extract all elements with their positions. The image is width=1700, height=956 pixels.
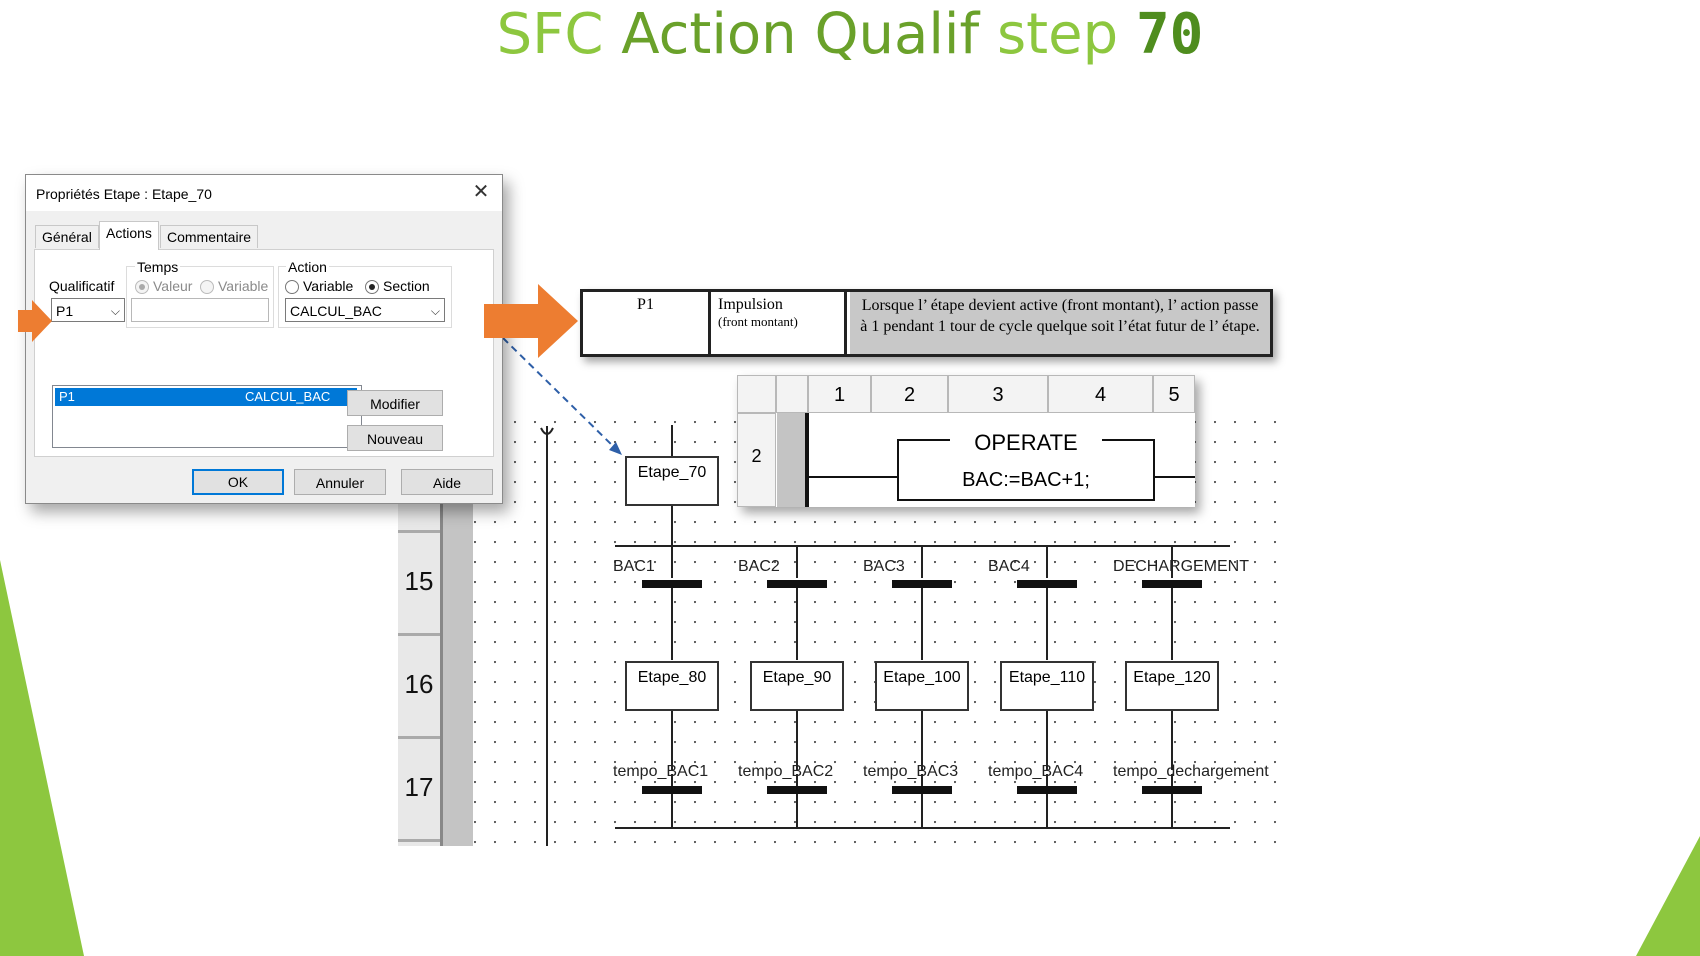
ladder-gutter [777, 413, 805, 507]
list-item[interactable]: P1 CALCUL_BAC [55, 388, 357, 406]
transition-label: BAC1 [613, 558, 655, 575]
ladder-power-rail [805, 413, 809, 507]
transition-bar[interactable] [1142, 580, 1202, 588]
title-part-action-qualif: Action Qualif [621, 2, 980, 67]
exit-transition-label: tempo_BAC2 [738, 763, 834, 780]
transition-label: BAC4 [988, 558, 1030, 575]
slide-title: SFC Action Qualif step 70 [0, 2, 1700, 67]
list-item-action: CALCUL_BAC [245, 389, 331, 404]
list-item-qualifier: P1 [59, 389, 75, 404]
exit-transition-bar[interactable] [1142, 786, 1202, 794]
qualifier-name-cell: Impulsion (front montant) [714, 292, 847, 354]
exit-transition-label: tempo_BAC1 [613, 763, 709, 780]
actions-list[interactable]: P1 CALCUL_BAC [52, 385, 362, 448]
close-icon[interactable]: ✕ [472, 181, 490, 203]
chevron-down-icon: ⌵ [430, 304, 440, 318]
tab-actions[interactable]: Actions [99, 221, 159, 250]
dialog-title: Propriétés Etape : Etape_70 [36, 186, 212, 202]
row-header-2: 2 [737, 413, 776, 507]
transition-label: BAC3 [863, 558, 905, 575]
exit-transition-bar[interactable] [767, 786, 827, 794]
ladder-section-grid: 1 2 3 4 5 2 OPERATE BAC:=BAC+1; [737, 375, 1195, 507]
column-header-5: 5 [1153, 375, 1195, 413]
step-properties-dialog: Propriétés Etape : Etape_70 ✕ Général Ac… [25, 174, 503, 504]
temps-value-input[interactable] [131, 298, 269, 322]
step-etape-70[interactable]: Etape_70 [625, 456, 719, 506]
exit-transition-label: tempo_BAC3 [863, 763, 959, 780]
qualifier-code: P1 [583, 292, 711, 354]
tab-commentaire[interactable]: Commentaire [160, 225, 259, 248]
action-section-value: CALCUL_BAC [290, 303, 382, 319]
transition-bar[interactable] [642, 580, 702, 588]
orange-arrow-left-icon [18, 300, 52, 342]
title-part-sfc: SFC [496, 2, 604, 67]
sfc-step[interactable]: Etape_120 [1125, 661, 1219, 711]
sfc-step[interactable]: Etape_80 [625, 661, 719, 711]
qualifier-name-note: (front montant) [718, 314, 798, 329]
ladder-wire-right [1155, 476, 1195, 478]
row-number-17: 17 [404, 772, 434, 802]
title-part-number: 70 [1135, 2, 1204, 67]
temps-valeur-label: Valeur [153, 278, 193, 294]
help-button[interactable]: Aide [401, 469, 493, 495]
temps-variable-radio[interactable] [200, 280, 214, 294]
action-variable-radio[interactable] [285, 280, 299, 294]
exit-transition-bar[interactable] [892, 786, 952, 794]
transition-bar[interactable] [767, 580, 827, 588]
sfc-step[interactable]: Etape_90 [750, 661, 844, 711]
orange-arrow-right-icon [484, 284, 578, 358]
action-label: Action [286, 259, 329, 275]
dashed-pointer-arrow-icon [502, 337, 622, 455]
column-header-3: 3 [948, 375, 1048, 413]
exit-transition-label: tempo_BAC4 [988, 763, 1084, 780]
modifier-button[interactable]: Modifier [347, 390, 443, 416]
green-triangle-left-icon [0, 560, 84, 956]
row-number-15: 15 [404, 566, 434, 596]
temps-label: Temps [135, 259, 181, 275]
exit-transition-bar[interactable] [1017, 786, 1077, 794]
action-group [278, 266, 452, 328]
action-section-radio[interactable] [365, 280, 379, 294]
qualificatif-label: Qualificatif [49, 278, 115, 294]
nouveau-button[interactable]: Nouveau [347, 425, 443, 451]
dialog-titlebar[interactable]: Propriétés Etape : Etape_70 ✕ [26, 175, 502, 211]
temps-variable-label: Variable [218, 278, 269, 294]
tab-general[interactable]: Général [35, 225, 99, 248]
exit-transition-label: tempo_dechargement [1113, 763, 1269, 780]
temps-valeur-radio[interactable] [135, 280, 149, 294]
sfc-step[interactable]: Etape_100 [875, 661, 969, 711]
column-header-1: 1 [808, 375, 871, 413]
chevron-down-icon: ⌵ [110, 304, 120, 318]
ok-button[interactable]: OK [192, 469, 284, 495]
transition-bar[interactable] [1017, 580, 1077, 588]
action-variable-label: Variable [303, 278, 354, 294]
ladder-wire-left [809, 476, 897, 478]
green-triangle-right-icon [1636, 836, 1700, 956]
transition-label: DECHARGEMENT [1113, 558, 1250, 575]
temps-group [126, 266, 274, 328]
column-header-blank [737, 375, 776, 413]
action-section-select[interactable]: CALCUL_BAC ⌵ [285, 298, 445, 322]
transition-label: BAC2 [738, 558, 780, 575]
sfc-step[interactable]: Etape_110 [1000, 661, 1094, 711]
qualifier-description: Lorsque l’ étape devient active (front m… [850, 292, 1270, 354]
column-header-4: 4 [1048, 375, 1153, 413]
cancel-button[interactable]: Annuler [294, 469, 386, 495]
actions-tab-panel: Qualificatif P1 ⌵ Temps Valeur Variable … [34, 249, 494, 457]
title-part-step: step [997, 2, 1119, 67]
qualificatif-select[interactable]: P1 ⌵ [51, 298, 125, 322]
row-number-16: 16 [404, 669, 434, 699]
qualifier-name: Impulsion [718, 296, 783, 313]
exit-transition-bar[interactable] [642, 786, 702, 794]
operate-block-title: OPERATE [950, 430, 1102, 455]
column-header-blank-2 [776, 375, 808, 413]
transition-bar[interactable] [892, 580, 952, 588]
operate-block[interactable]: OPERATE BAC:=BAC+1; [897, 430, 1155, 501]
qualifier-description-table: P1 Impulsion (front montant) Lorsque l’ … [580, 289, 1273, 357]
qualificatif-value: P1 [56, 303, 74, 319]
action-section-label: Section [383, 278, 430, 294]
column-header-2: 2 [871, 375, 948, 413]
operate-block-statement: BAC:=BAC+1; [962, 469, 1090, 491]
